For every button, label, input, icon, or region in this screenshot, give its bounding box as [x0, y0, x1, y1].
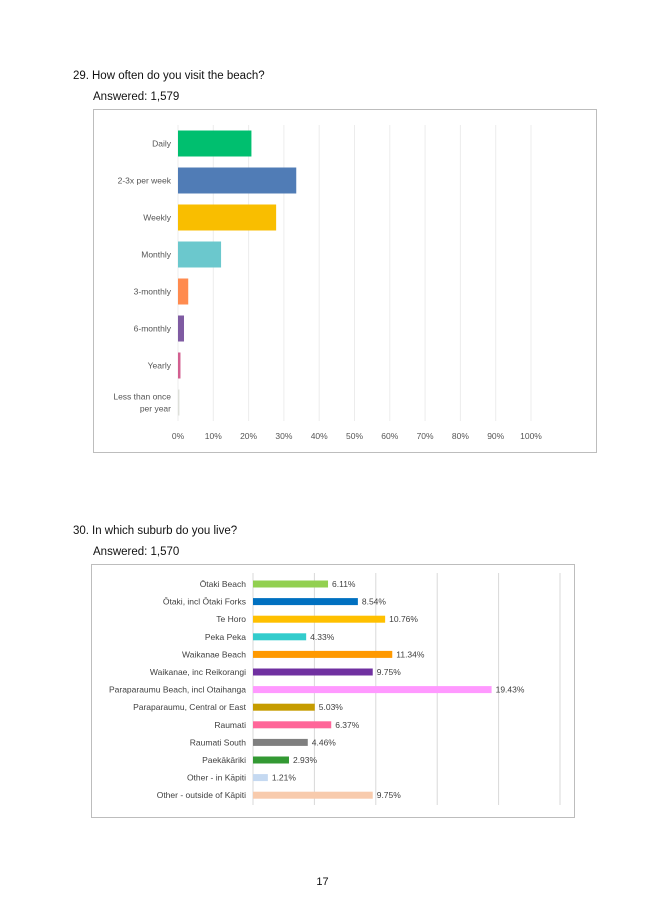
bar	[178, 167, 297, 194]
bar	[253, 598, 358, 606]
category-label: Paekākāriki	[202, 755, 246, 765]
category-label: Ōtaki, incl Ōtaki Forks	[163, 597, 246, 607]
category-label: Paraparaumu Beach, incl Otaihanga	[109, 685, 246, 695]
question-30-number: 30.	[73, 525, 89, 537]
category-label: Weekly	[143, 213, 171, 223]
x-tick-label: 20%	[240, 431, 257, 441]
bar	[178, 352, 181, 379]
category-label: Raumati South	[190, 737, 246, 747]
data-label: 6.11%	[332, 579, 356, 589]
data-label: 10.76%	[389, 614, 418, 624]
category-label: Waikanae Beach	[182, 649, 246, 659]
category-label: Daily	[152, 139, 172, 149]
category-label: 3-monthly	[134, 287, 172, 297]
bar	[178, 315, 185, 342]
bar	[253, 791, 373, 799]
bar	[178, 389, 180, 416]
data-label: 4.33%	[310, 632, 335, 642]
question-29-text: How often do you visit the beach?	[92, 70, 265, 82]
suburb-chart: Ōtaki Beach 6.11% Ōtaki, incl Ōtaki Forks 8…	[91, 564, 575, 818]
data-label: 4.46%	[312, 737, 337, 747]
bar	[253, 756, 289, 764]
question-30-answered: Answered: 1,570	[93, 546, 180, 558]
bar	[178, 278, 189, 305]
category-label: Other - in Kāpiti	[187, 773, 246, 783]
bar	[253, 580, 329, 588]
bar	[253, 703, 315, 711]
x-tick-label: 30%	[275, 431, 292, 441]
bar	[253, 633, 307, 641]
category-label: 6-monthly	[134, 324, 172, 334]
bar	[253, 774, 268, 782]
visit-frequency-chart-svg: 0% 10% 20% 30% 40% 50% 60% 70% 80% 90% 100% Daily 2-…	[113, 125, 542, 441]
data-label: 11.34%	[396, 649, 425, 659]
bar	[178, 241, 222, 268]
category-label: Monthly	[141, 250, 172, 260]
category-label: Less than once	[113, 392, 171, 402]
data-label: 2.93%	[293, 755, 318, 765]
x-tick-label: 60%	[381, 431, 398, 441]
question-30-text: In which suburb do you live?	[92, 525, 238, 537]
category-label: 2-3x per week	[118, 176, 172, 186]
data-label: 5.03%	[319, 702, 344, 712]
question-29-answered: Answered: 1,579	[93, 91, 180, 103]
page-number: 17	[316, 876, 329, 888]
category-label: Te Horo	[216, 614, 246, 624]
bar	[178, 204, 277, 231]
x-tick-label: 70%	[417, 431, 434, 441]
bar	[253, 686, 492, 694]
category-label: Ōtaki Beach	[200, 579, 247, 589]
data-label: 19.43%	[496, 685, 525, 695]
data-label: 1.21%	[272, 773, 297, 783]
question-29-number: 29.	[73, 70, 89, 82]
suburb-chart-svg: Ōtaki Beach 6.11% Ōtaki, incl Ōtaki Forks 8…	[109, 573, 561, 805]
bar	[253, 650, 393, 658]
category-label: Other - outside of Kāpiti	[157, 790, 246, 800]
bar	[253, 721, 332, 729]
category-label: Waikanae, inc Reikorangi	[150, 667, 246, 677]
x-tick-label: 40%	[311, 431, 328, 441]
data-label: 9.75%	[377, 790, 402, 800]
bar	[253, 615, 386, 623]
visit-frequency-chart: 0% 10% 20% 30% 40% 50% 60% 70% 80% 90% 100% Daily 2-…	[93, 109, 597, 453]
category-label: Paraparaumu, Central or East	[133, 702, 247, 712]
x-tick-label: 90%	[487, 431, 504, 441]
bar	[253, 668, 373, 676]
data-label: 6.37%	[335, 720, 360, 730]
bar	[253, 738, 308, 746]
x-tick-label: 80%	[452, 431, 469, 441]
x-tick-label: 0%	[172, 431, 185, 441]
category-label: Yearly	[148, 361, 172, 371]
category-label: Raumati	[214, 720, 246, 730]
x-tick-label: 50%	[346, 431, 363, 441]
bar	[178, 130, 252, 157]
category-label: per year	[140, 404, 171, 414]
data-label: 8.54%	[362, 597, 387, 607]
data-label: 9.75%	[377, 667, 402, 677]
x-tick-label: 100%	[520, 431, 542, 441]
category-label: Peka Peka	[205, 632, 246, 642]
x-tick-label: 10%	[205, 431, 222, 441]
